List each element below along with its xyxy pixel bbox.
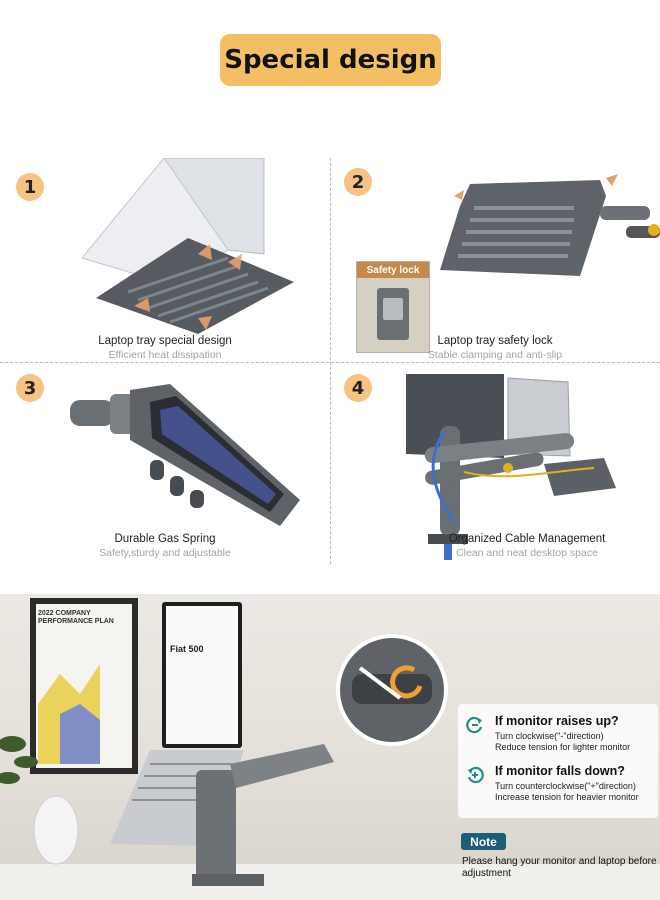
feature-caption-2: Laptop tray safety lock Stable clamping …	[330, 334, 660, 362]
safety-lock-label: Safety lock	[357, 262, 429, 278]
lifestyle-photo: 2022 COMPANY PERFORMANCE PLAN Fiat 500	[0, 594, 660, 900]
grid-divider-horizontal	[0, 362, 660, 363]
feature-subtitle-4: Clean and neat desktop space	[456, 547, 598, 559]
feature-caption-3: Durable Gas Spring Safety,sturdy and adj…	[0, 532, 330, 560]
title-badge: Special design	[220, 34, 441, 86]
feature-subtitle-1: Efficient heat dissipation	[108, 349, 222, 361]
adjustment-line2-1: Reduce tension for lighter monitor	[495, 742, 631, 752]
feature-number-1: 1	[16, 173, 44, 201]
page-title: Special design	[224, 45, 437, 75]
feature-title-1: Laptop tray special design	[98, 335, 232, 347]
feature-caption-4: Organized Cable Management Clean and nea…	[402, 532, 652, 560]
safety-lock-tray-illustration	[440, 174, 660, 276]
cable-management-illustration	[406, 374, 616, 560]
laptop-tray-illustration	[81, 158, 294, 334]
safety-lock-inset: Safety lock	[356, 261, 430, 353]
adjustment-panel: If monitor raises up? Turn clockwise("-"…	[458, 704, 658, 818]
feature-cell-1: 1 Laptop tray special design Efficient h…	[0, 158, 330, 362]
adjustment-line2-2: Increase tension for heavier monitor	[495, 792, 639, 802]
feature-cell-2: 2 Safety lock Laptop tray safety lock St…	[330, 158, 660, 362]
feature-caption-1: Laptop tray special design Efficient hea…	[0, 334, 330, 362]
gas-spring-illustration	[70, 384, 300, 526]
adjustment-heading-1: If monitor raises up?	[495, 714, 619, 728]
feature-number-2: 2	[344, 168, 372, 196]
note-badge: Note	[461, 833, 506, 850]
feature-cell-4: 4 Organized Cable Management Clean and n…	[330, 362, 660, 566]
desk-scene-illustration	[0, 598, 660, 900]
feature-number-4: 4	[344, 374, 372, 402]
poster-title: 2022 COMPANY PERFORMANCE PLAN	[38, 610, 114, 625]
note-text: Please hang your monitor and laptop befo…	[462, 856, 657, 879]
feature-subtitle-3: Safety,sturdy and adjustable	[99, 547, 231, 559]
feature-title-2: Laptop tray safety lock	[437, 335, 553, 347]
adjustment-line1-1: Turn clockwise("-"direction)	[495, 731, 604, 741]
rotate-plus-icon	[467, 766, 484, 784]
lock-knob	[383, 298, 403, 320]
adjustment-line1-2: Turn counterclockwise("+"direction)	[495, 781, 636, 791]
feature-subtitle-2: Stable clamping and anti-slip	[427, 349, 563, 361]
feature-title-3: Durable Gas Spring	[114, 533, 216, 545]
feature-cell-3: 3 Durable Gas Spring Safety,sturdy and a…	[0, 362, 330, 566]
grid-divider-vertical	[330, 158, 331, 564]
adjustment-heading-2: If monitor falls down?	[495, 764, 625, 778]
feature-number-3: 3	[16, 374, 44, 402]
feature-title-4: Organized Cable Management	[448, 533, 606, 545]
rotate-minus-icon	[466, 716, 483, 734]
laptop-screen-text: Fiat 500	[170, 644, 204, 654]
